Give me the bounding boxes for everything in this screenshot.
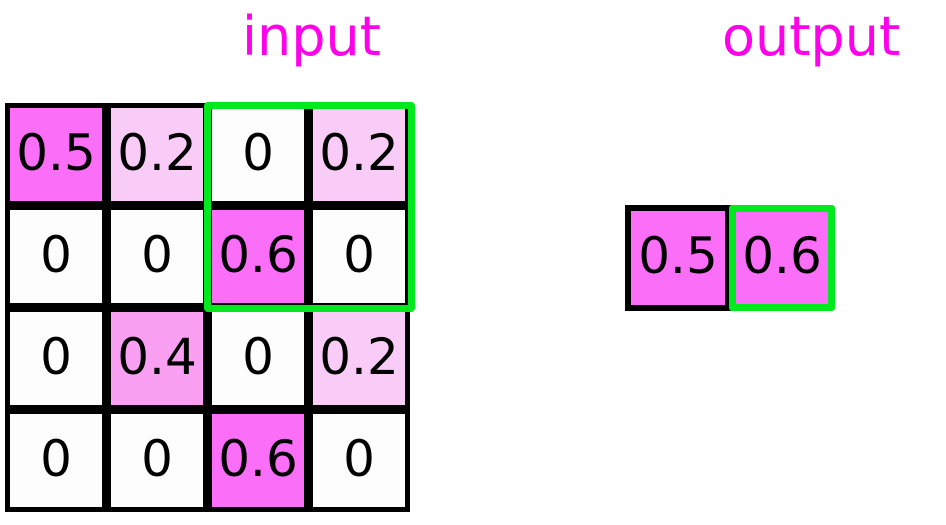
input-cell-r2c2[interactable]: 0: [207, 307, 309, 410]
input-cell-value: 0: [40, 225, 72, 284]
input-cell-r3c0[interactable]: 0: [5, 409, 107, 512]
input-cell-value: 0: [343, 429, 375, 488]
input-cell-value: 0.2: [319, 123, 399, 182]
input-cell-r0c1[interactable]: 0.2: [106, 103, 208, 206]
input-cell-value: 0: [242, 123, 274, 182]
output-title: output: [722, 5, 901, 68]
input-cell-r3c2[interactable]: 0.6: [207, 409, 309, 512]
input-cell-value: 0: [141, 225, 173, 284]
input-cell-r2c0[interactable]: 0: [5, 307, 107, 410]
output-cell-r0c0[interactable]: 0.5: [625, 205, 731, 311]
input-cell-value: 0.2: [117, 123, 197, 182]
input-cell-value: 0: [242, 327, 274, 386]
input-cell-r1c2[interactable]: 0.6: [207, 205, 309, 308]
output-matrix: 0.5 0.6: [625, 205, 835, 311]
input-cell-value: 0: [141, 429, 173, 488]
input-cell-value: 0: [40, 327, 72, 386]
input-cell-r0c2[interactable]: 0: [207, 103, 309, 206]
input-title: input: [242, 5, 381, 68]
input-cell-value: 0: [343, 225, 375, 284]
input-cell-value: 0.2: [319, 327, 399, 386]
input-matrix: 0.5 0.2 0 0.2 0 0 0.6 0 0 0.4 0 0.2 0 0 …: [5, 102, 415, 512]
input-cell-r1c1[interactable]: 0: [106, 205, 208, 308]
input-cell-r3c1[interactable]: 0: [106, 409, 208, 512]
input-cell-r2c3[interactable]: 0.2: [308, 307, 410, 410]
input-cell-r3c3[interactable]: 0: [308, 409, 410, 512]
input-cell-value: 0.6: [218, 429, 298, 488]
input-cell-r0c0[interactable]: 0.5: [5, 103, 107, 206]
output-cell-r0c1[interactable]: 0.6: [729, 205, 835, 311]
output-cell-value: 0.5: [638, 227, 718, 285]
input-cell-value: 0.4: [117, 327, 197, 386]
input-cell-r1c3[interactable]: 0: [308, 205, 410, 308]
output-cell-value: 0.6: [742, 227, 822, 285]
input-cell-r2c1[interactable]: 0.4: [106, 307, 208, 410]
input-cell-r0c3[interactable]: 0.2: [308, 103, 410, 206]
input-cell-value: 0: [40, 429, 72, 488]
input-cell-r1c0[interactable]: 0: [5, 205, 107, 308]
input-cell-value: 0.6: [218, 225, 298, 284]
input-cell-value: 0.5: [16, 123, 96, 182]
